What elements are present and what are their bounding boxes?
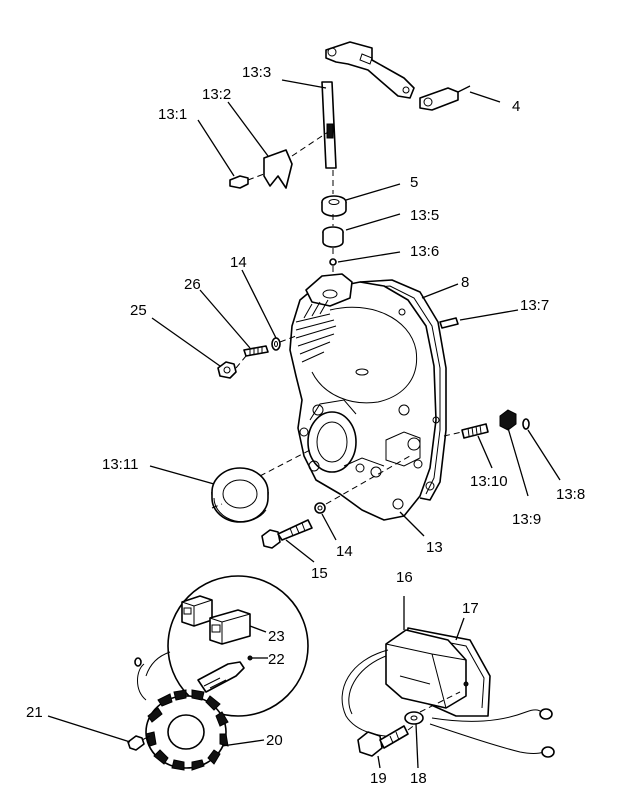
plug-13-9 (499, 409, 517, 431)
callout-22: 22 (268, 651, 285, 668)
bushing-13-5 (322, 226, 344, 248)
callout-13-11: 13:11 (102, 456, 138, 473)
stud-13-10 (461, 423, 489, 439)
callout-13-7: 13:7 (520, 297, 549, 314)
callout-16: 16 (396, 569, 413, 586)
leader-lines (47, 79, 561, 769)
callout-13-2: 13:2 (202, 86, 231, 103)
callout-21: 21 (26, 704, 43, 721)
callout-18: 18 (410, 770, 427, 787)
callout-13-9: 13:9 (512, 511, 541, 528)
stud-26 (243, 345, 269, 357)
ring-terminal (541, 746, 555, 758)
oring-13-8 (522, 418, 530, 430)
callout-13-1: 13:1 (158, 106, 187, 123)
nut-25 (217, 361, 237, 379)
seal-13-11 (211, 467, 269, 523)
callout-13-5: 13:5 (410, 207, 439, 224)
callout-17: 17 (462, 600, 479, 617)
callout-20: 20 (266, 732, 283, 749)
callout-13: 13 (426, 539, 443, 556)
callout-8: 8 (461, 274, 469, 291)
callout-25: 25 (130, 302, 147, 319)
brush-detail-circle (167, 575, 309, 717)
washer-14-upper (271, 337, 281, 351)
washer-14-lower (314, 502, 326, 514)
callout-23: 23 (268, 628, 285, 645)
callout-13-3: 13:3 (242, 64, 271, 81)
callout-4: 4 (512, 98, 520, 115)
bolt-19 (357, 725, 409, 757)
bushing-5 (321, 195, 347, 217)
callout-5: 5 (410, 174, 418, 191)
callout-13-6: 13:6 (410, 243, 439, 260)
callout-15: 15 (311, 565, 328, 582)
module-16 (385, 629, 469, 709)
screw-21 (127, 735, 151, 751)
ball-13-6 (329, 258, 337, 266)
callout-13-8: 13:8 (556, 486, 585, 503)
screw-13-1 (229, 173, 265, 189)
ring-terminal (539, 708, 553, 720)
callout-14-upper: 14 (230, 254, 247, 271)
pin-13-7 (439, 317, 459, 329)
bolt-15 (261, 519, 313, 549)
callout-14-lower: 14 (336, 543, 353, 560)
callout-19: 19 (370, 770, 387, 787)
callout-26: 26 (184, 276, 201, 293)
lever-shaft (321, 41, 415, 169)
gear-housing-13 (289, 273, 447, 521)
part-4-link (419, 85, 471, 111)
bracket-13-2 (263, 131, 329, 189)
washer-18 (404, 711, 424, 725)
callout-13-10: 13:10 (470, 473, 508, 490)
stator-20 (145, 689, 229, 771)
